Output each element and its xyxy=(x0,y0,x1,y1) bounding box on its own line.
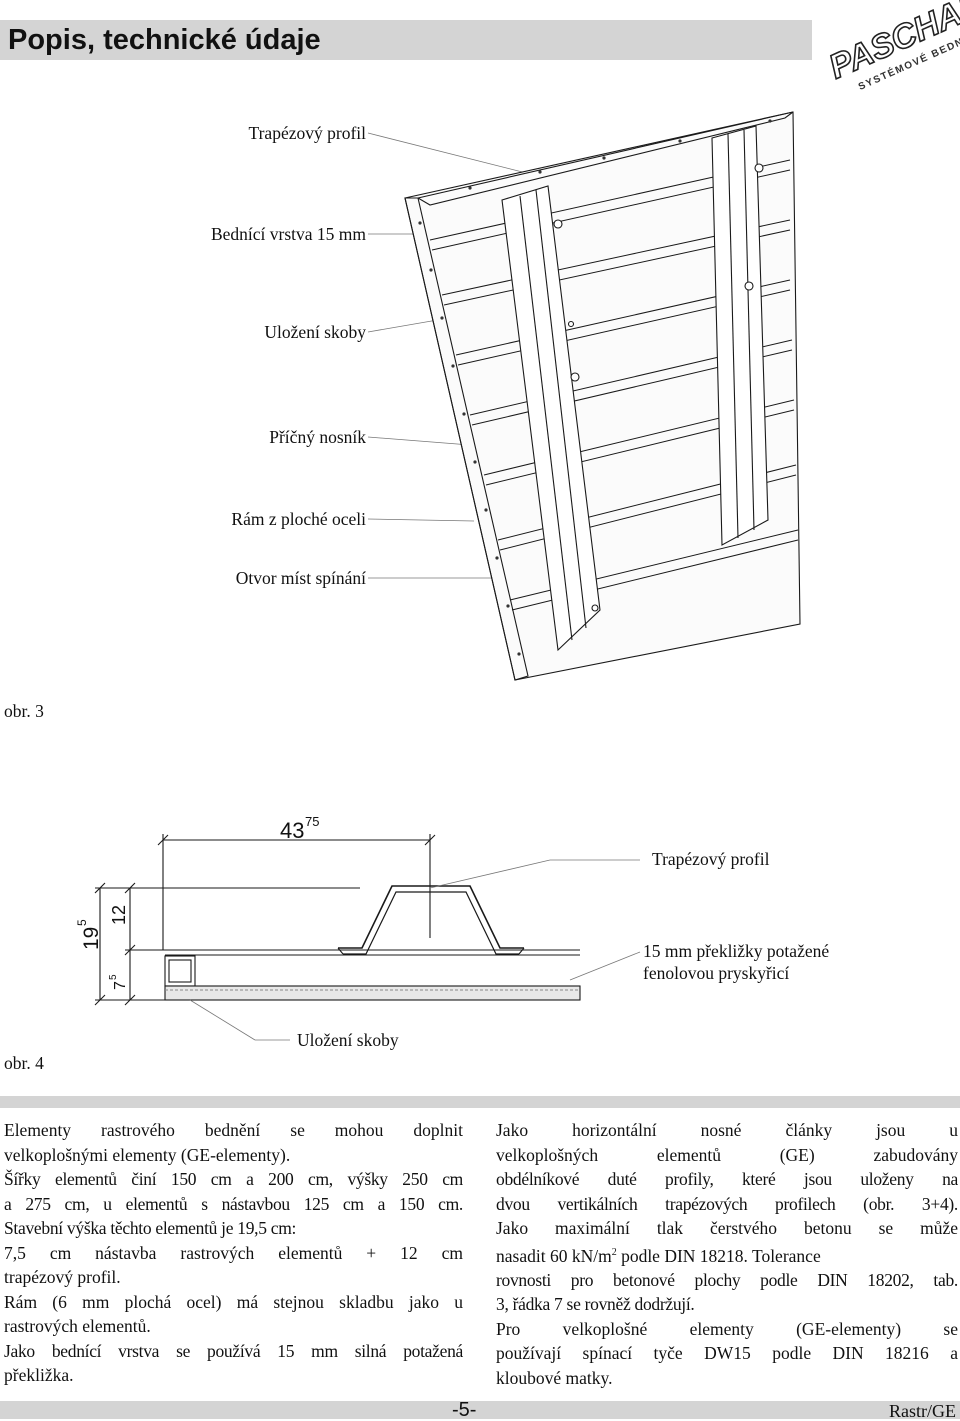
right-line: rovnosti pro betonové plochy podle DIN 1… xyxy=(496,1269,958,1290)
right-line: Jako horizontální nosné články jsou u xyxy=(496,1120,958,1140)
left-line: Šířky elementů činí 150 cm a 200 cm, výš… xyxy=(4,1169,463,1189)
dim-width-sup: 75 xyxy=(305,814,319,829)
hook-slots xyxy=(553,163,764,612)
footer-bar xyxy=(0,1401,960,1419)
left-line: velkoplošnými elementy (GE-elementy). xyxy=(4,1144,291,1165)
label-trapezovy-profil: Trapézový profil xyxy=(248,123,366,143)
dim-profile-value: 12 xyxy=(109,905,129,925)
dim-total-sup: 5 xyxy=(75,919,89,926)
paschal-logo: PASCHAL SYSTÉMOVÉ BEDNĚNÍ xyxy=(823,0,960,93)
dim-base-value: 7 xyxy=(112,981,129,990)
label-hook-seat: Uložení skoby xyxy=(297,1030,399,1050)
plywood-layer xyxy=(164,985,581,1001)
right-line: dvou vertikálních trapézových profilech … xyxy=(496,1193,958,1214)
label-bednici-vrstva: Bednící vrstva 15 mm xyxy=(210,224,366,244)
left-line: a 275 cm, u elementů s nástavbou 125 cm … xyxy=(4,1193,463,1214)
label-pricny-nosnik: Příčný nosník xyxy=(269,427,366,447)
dim-width-value: 43 xyxy=(280,818,304,843)
page-number: -5- xyxy=(452,1399,477,1421)
right-line: Jako maximální tlak čerstvého betonu se … xyxy=(496,1218,958,1238)
label-otvor-mist-spinani: Otvor míst spínání xyxy=(235,568,366,588)
trapezoid-profile-right xyxy=(711,125,769,546)
label-profile: Trapézový profil xyxy=(652,849,770,869)
label-plywood-line2: fenolovou pryskyřicí xyxy=(643,963,790,983)
profile-cross-section: 43 75 19 5 12 7 5 xyxy=(75,814,641,1041)
page-title: Popis, technické údaje xyxy=(8,24,321,56)
left-line: Stavební výška těchto elementů je 19,5 c… xyxy=(4,1218,297,1238)
label-ulozeni-skoby: Uložení skoby xyxy=(264,322,366,342)
figure4-caption: obr. 4 xyxy=(4,1053,44,1073)
left-line: 7,5 cm nástavba rastrových elementů + 12… xyxy=(4,1242,463,1263)
right-line: používají spínací tyče DW15 podle DIN 18… xyxy=(496,1343,958,1364)
header-bar: Popis, technické údaje xyxy=(0,20,812,60)
frame-holes xyxy=(418,119,772,656)
label-ram-z-ploche-oceli: Rám z ploché oceli xyxy=(231,509,366,529)
left-line: Jako bednící vrstva se používá 15 mm sil… xyxy=(4,1340,463,1361)
left-line: trapézový profil. xyxy=(4,1267,121,1287)
right-line: 3, řádka 7 se rovněž dodržují. xyxy=(496,1294,695,1315)
formwork-element-drawing xyxy=(367,111,801,681)
left-line: rastrových elementů. xyxy=(4,1316,151,1336)
dim-total-value: 19 xyxy=(80,927,103,950)
footer-code: Rastr/GE xyxy=(889,1401,956,1421)
left-line: Rám (6 mm plochá ocel) má stejnou skladb… xyxy=(4,1291,463,1312)
left-line: překližka. xyxy=(4,1365,74,1385)
section-divider xyxy=(0,1096,960,1108)
right-line: obdélníkové duté profily, které jsou ulo… xyxy=(496,1169,958,1189)
left-line: Elementy rastrového bednění se mohou dop… xyxy=(4,1120,463,1140)
right-line: velkoplošných elementů (GE) zabudovány xyxy=(496,1144,958,1165)
label-plywood-line1: 15 mm překližky potažené xyxy=(643,941,830,961)
left-text-column: Elementy rastrového bednění se mohou dop… xyxy=(4,1118,463,1388)
trapezoid-profile xyxy=(338,885,524,949)
dim-base-sup: 5 xyxy=(108,974,119,980)
figure3-caption: obr. 3 xyxy=(4,701,44,721)
right-text-column: Jako horizontální nosné články jsou u ve… xyxy=(496,1118,958,1390)
right-line: nasadit 60 kN/m2 podle DIN 18218. Tolera… xyxy=(496,1245,821,1266)
right-line: Pro velkoplošné elementy (GE-elementy) s… xyxy=(496,1318,958,1339)
right-line: kloubové matky. xyxy=(496,1367,613,1388)
